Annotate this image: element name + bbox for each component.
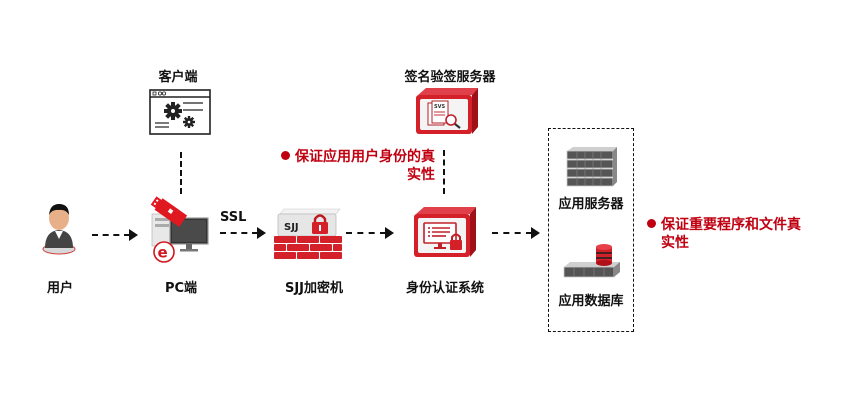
auth-to-app-arrow bbox=[492, 232, 532, 234]
left-note: 保证应用用户身份的真 实性 bbox=[265, 148, 435, 184]
sjj-to-auth-arrow bbox=[346, 232, 386, 234]
arrowhead-icon bbox=[129, 229, 138, 241]
arrowhead-icon bbox=[531, 227, 540, 239]
app-server-label: 应用服务器 bbox=[558, 197, 624, 212]
left-note-line1: 保证应用用户身份的真 bbox=[295, 149, 435, 165]
pc-to-sjj-arrow bbox=[220, 232, 258, 234]
app-group-box bbox=[548, 128, 634, 332]
sjj-badge: SJJ bbox=[284, 222, 299, 233]
left-note-line2: 实性 bbox=[407, 167, 435, 183]
client-window-icon bbox=[149, 89, 211, 135]
app-server-icon bbox=[566, 147, 617, 187]
right-note-line2: 实性 bbox=[661, 235, 689, 251]
svs-label: 签名验签服务器 bbox=[404, 70, 496, 85]
arrowhead-icon bbox=[257, 227, 266, 239]
sjj-label: SJJ加密机 bbox=[284, 281, 344, 296]
svs-badge: SVS bbox=[434, 104, 445, 110]
user-label: 用户 bbox=[46, 281, 73, 296]
pc-terminal-icon: e bbox=[150, 196, 209, 263]
svs-server-icon: SVS bbox=[416, 88, 478, 134]
app-db-label: 应用数据库 bbox=[558, 294, 624, 309]
auth-system-icon bbox=[414, 207, 476, 257]
bullet-dot-icon bbox=[281, 151, 290, 160]
pc-label: PC端 bbox=[164, 281, 198, 296]
bullet-dot-icon bbox=[647, 219, 656, 228]
arrowhead-icon bbox=[385, 227, 394, 239]
client-to-pc-connector bbox=[180, 152, 182, 194]
auth-label: 身份认证系统 bbox=[405, 281, 484, 296]
right-note: 保证重要程序和文件真 实性 bbox=[647, 216, 837, 252]
ssl-label: SSL bbox=[220, 210, 247, 225]
svs-to-auth-connector bbox=[443, 150, 445, 194]
sjj-encryptor-icon: SJJ bbox=[274, 208, 342, 259]
app-database-icon bbox=[563, 244, 620, 278]
client-label: 客户端 bbox=[158, 70, 198, 85]
svg-text:e: e bbox=[158, 244, 168, 262]
right-note-line1: 保证重要程序和文件真 bbox=[661, 217, 801, 233]
user-to-pc-arrow bbox=[92, 234, 130, 236]
user-avatar-icon bbox=[42, 204, 76, 255]
